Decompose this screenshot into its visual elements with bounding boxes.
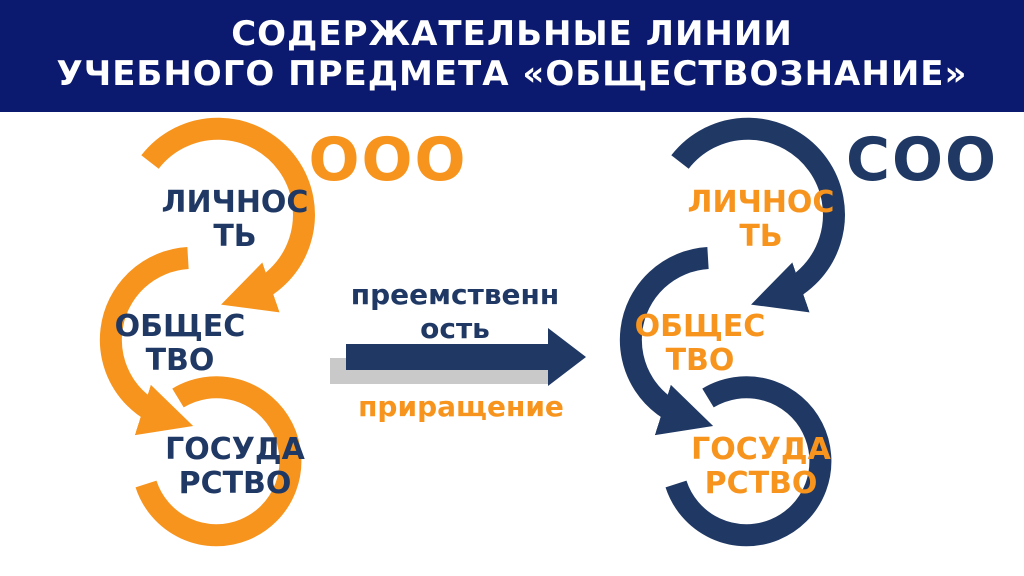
right-stage-label: СОО	[845, 125, 999, 195]
right-node-state: ГОСУДА РСТВО	[691, 432, 831, 501]
right-loop-state	[665, 376, 832, 547]
left-loop-personality	[141, 117, 315, 313]
left-loop-state	[135, 376, 302, 547]
diagram-canvas	[99, 117, 845, 547]
increment-label: приращение	[358, 390, 564, 423]
right-node-society: ОБЩЕС ТВО	[634, 309, 766, 378]
right-node-personality: ЛИЧНОС ТЬ	[687, 185, 835, 254]
continuity-arrow	[330, 328, 586, 386]
left-node-personality: ЛИЧНОС ТЬ	[161, 185, 309, 254]
left-loop-society	[99, 247, 194, 436]
left-node-society: ОБЩЕС ТВО	[114, 309, 246, 378]
right-loops	[619, 117, 845, 547]
title-line-2: УЧЕБНОГО ПРЕДМЕТА «ОБЩЕСТВОЗНАНИЕ»	[56, 54, 968, 94]
left-stage-label: ООО	[308, 125, 468, 195]
continuity-label: преемственн ость	[350, 278, 560, 345]
title-banner: СОДЕРЖАТЕЛЬНЫЕ ЛИНИИ УЧЕБНОГО ПРЕДМЕТА «…	[0, 0, 1024, 112]
title-line-1: СОДЕРЖАТЕЛЬНЫЕ ЛИНИИ	[231, 14, 793, 54]
right-loop-society	[619, 247, 714, 436]
left-loops	[99, 117, 315, 547]
continuity-arrow-body	[346, 328, 586, 386]
right-loop-personality	[671, 117, 845, 313]
left-node-state: ГОСУДА РСТВО	[165, 432, 305, 501]
